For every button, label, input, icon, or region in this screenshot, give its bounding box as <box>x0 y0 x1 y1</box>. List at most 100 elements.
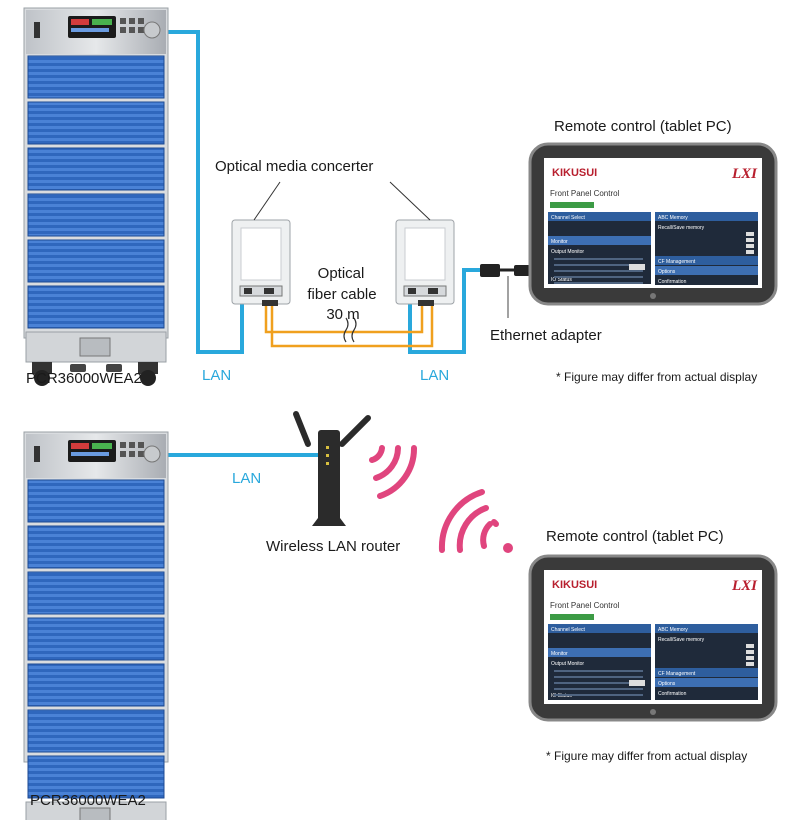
wireless-router <box>293 411 371 526</box>
panel-row <box>548 658 651 667</box>
panel-button <box>120 18 126 24</box>
panel-row-label: Monitor <box>551 239 568 245</box>
panel-row <box>548 274 651 283</box>
lan-label-left: LAN <box>202 367 232 384</box>
memory-button <box>746 250 754 254</box>
memory-button <box>746 662 754 666</box>
panel-row <box>655 624 758 633</box>
caster-wheel <box>140 370 156 386</box>
panel-button <box>120 442 126 448</box>
panel-row-label: Options <box>658 269 676 275</box>
wifi-waves-out <box>369 445 418 499</box>
panel-row-label: Recall/Save memory <box>658 637 705 643</box>
monitor-line <box>554 258 643 260</box>
caster-wheel <box>34 370 50 386</box>
lan-label-right: LAN <box>420 367 450 384</box>
heat-sink-panel <box>27 617 165 661</box>
fiber-label-line1: Optical <box>317 265 365 282</box>
heat-sink-panel <box>27 571 165 615</box>
page-heading: Front Panel Control <box>550 189 620 198</box>
fiber-break-mark <box>343 317 357 343</box>
panel-button <box>129 27 135 33</box>
display-readout <box>71 19 89 25</box>
memory-button <box>746 650 754 654</box>
memory-button <box>746 656 754 660</box>
panel-row-label: ABC Memory <box>658 627 688 633</box>
power-supply-rack-top <box>23 7 169 386</box>
panel-row <box>548 212 651 221</box>
panel-row <box>655 668 758 677</box>
power-switch <box>34 22 40 38</box>
panel-button <box>120 27 126 33</box>
panel-row-label: Recall/Save memory <box>658 225 705 231</box>
media-converter-label: Optical media concerter <box>215 158 374 175</box>
home-button <box>650 293 656 299</box>
refresh-button <box>629 680 645 686</box>
panel-button <box>138 27 144 33</box>
heat-sink-panel <box>27 663 165 707</box>
media-converter-pointers <box>253 181 431 221</box>
memory-button <box>746 244 754 248</box>
panel-row-label: Channel Select <box>551 627 586 633</box>
note-bottom: * Figure may differ from actual display <box>546 749 748 763</box>
display-readout <box>71 443 89 449</box>
rear-connector <box>79 337 111 357</box>
heat-sink-panel <box>27 479 165 523</box>
heat-sink-panel <box>27 285 165 329</box>
lxi-logo: LXI <box>731 578 758 594</box>
memory-button <box>746 644 754 648</box>
lxi-logo: LXI <box>731 166 758 182</box>
refresh-button <box>629 264 645 270</box>
note-top: * Figure may differ from actual display <box>556 370 758 384</box>
ethernet-adapter-label: Ethernet adapter <box>490 327 602 344</box>
monitor-line <box>554 264 643 266</box>
panel-row <box>548 236 651 245</box>
display-readout <box>92 443 112 449</box>
memory-button <box>746 232 754 236</box>
panel-button <box>138 18 144 24</box>
power-switch <box>34 446 40 462</box>
ethernet-adapter <box>480 264 540 318</box>
media-converter-right <box>395 219 455 306</box>
instrument-label-bottom: PCR36000WEA2 <box>30 792 146 809</box>
router-label: Wireless LAN router <box>266 538 401 555</box>
panel-row <box>655 678 758 687</box>
panel-row <box>655 276 758 285</box>
panel-row-label: IO Status <box>551 277 572 283</box>
home-button <box>650 709 656 715</box>
heat-sink-panel <box>27 101 165 145</box>
lan-cable-top <box>168 30 482 354</box>
back-button <box>550 202 594 208</box>
monitor-line <box>554 276 643 278</box>
panel-row-label: Channel Select <box>551 215 586 221</box>
panel-row <box>548 648 651 657</box>
rear-connector <box>79 807 111 825</box>
display-readout <box>71 452 109 456</box>
panel-button <box>129 451 135 457</box>
monitor-line <box>554 270 643 272</box>
leveling-foot <box>106 364 122 372</box>
heat-sink-panel <box>27 147 165 191</box>
panel-row-label: Output Monitor <box>551 661 584 667</box>
brand-logo: KIKUSUI <box>552 167 597 179</box>
monitor-line <box>554 676 643 678</box>
media-converter-left <box>231 219 291 306</box>
remote-label-bottom: Remote control (tablet PC) <box>546 528 724 545</box>
panel-row-label: CF Management <box>658 671 696 677</box>
panel-knob <box>143 21 161 39</box>
panel-button <box>129 442 135 448</box>
panel-row-label: Monitor <box>551 651 568 657</box>
leveling-foot <box>70 364 86 372</box>
panel-row-label: Confirmation <box>658 279 687 285</box>
panel-row <box>655 266 758 275</box>
panel-knob <box>143 445 161 463</box>
panel-row <box>548 624 651 633</box>
fiber-label-line3: 30 m <box>326 306 360 323</box>
panel-row-label: Output Monitor <box>551 249 584 255</box>
fiber-label-line2: fiber cable <box>307 286 377 303</box>
page-heading: Front Panel Control <box>550 601 620 610</box>
